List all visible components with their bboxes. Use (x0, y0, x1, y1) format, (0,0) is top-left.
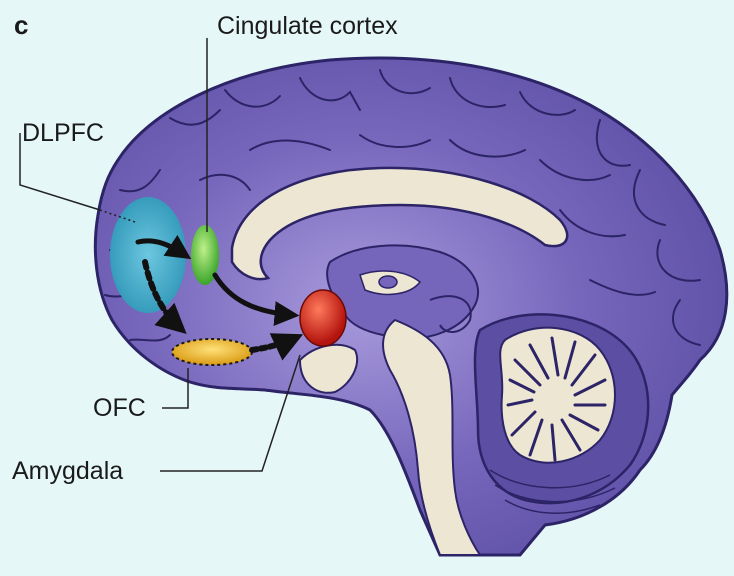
dlpfc-label: DLPFC (22, 121, 104, 146)
dlpfc-region (110, 197, 186, 313)
panel-letter: c (14, 12, 28, 38)
interthalamic-adhesion (379, 276, 397, 288)
cingulate-cortex-label: Cingulate cortex (217, 14, 398, 39)
ofc-region (172, 339, 252, 365)
ofc-label: OFC (93, 396, 146, 421)
amygdala-region (300, 290, 346, 346)
amygdala-label: Amygdala (12, 459, 123, 484)
